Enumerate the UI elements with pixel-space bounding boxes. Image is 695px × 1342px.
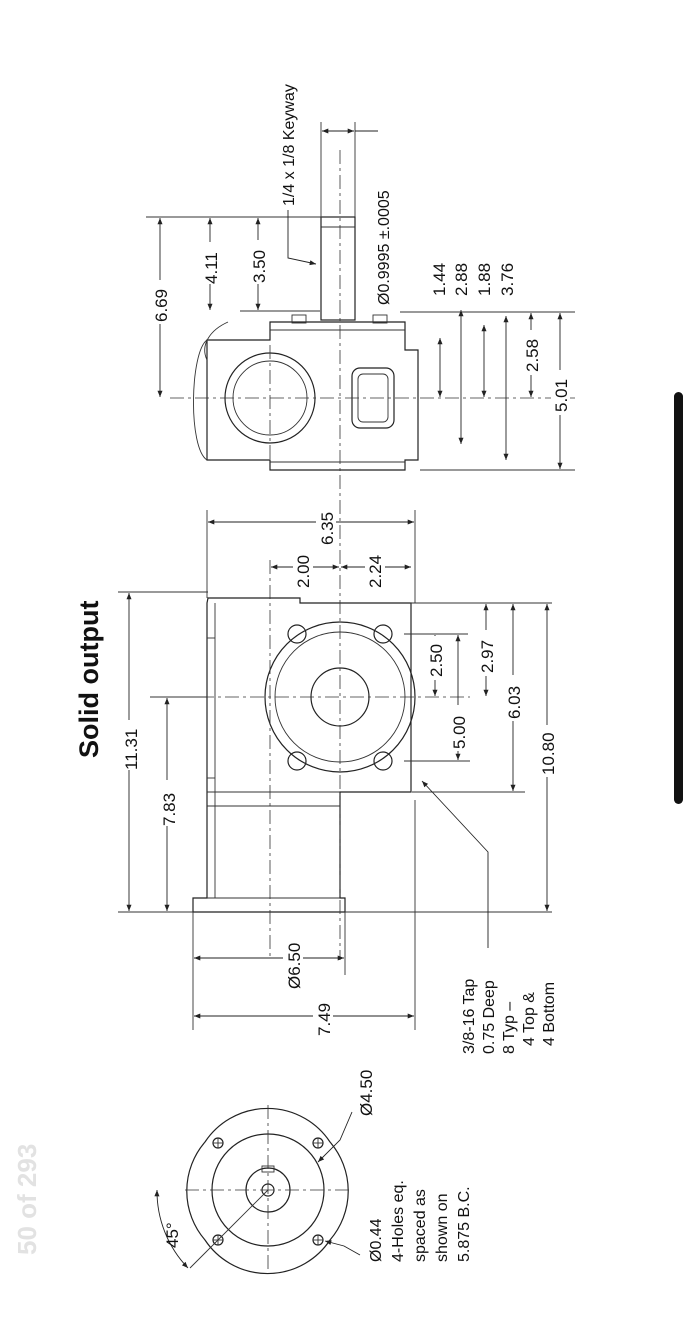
output-shaft: [320, 216, 356, 321]
end-flange: [186, 1107, 349, 1275]
dim-6-35: 6.35: [318, 512, 337, 545]
dim-2-58: 2.58: [523, 339, 542, 372]
dim-1-88: 1.88: [475, 263, 494, 296]
page-counter: 50 of 293: [12, 1144, 42, 1255]
holes-note-line-1: Ø0.44: [368, 1218, 385, 1262]
side-view: 6.69 4.11 3.50 Ø0.9995 ±.0005 1/4 x 1/8 …: [146, 84, 575, 500]
dim-6-03: 6.03: [505, 686, 524, 719]
side-housing: [206, 321, 419, 471]
holes-note: Ø0.44 4-Holes eq. spaced as shown on 5.8…: [368, 1180, 473, 1262]
dim-11-31: 11.31: [122, 729, 141, 770]
bolt-hole: [287, 624, 307, 644]
dim-5-01: 5.01: [552, 379, 571, 412]
tap-note-line-4: 4 Top &: [521, 992, 538, 1046]
dim-5-00: 5.00: [450, 716, 469, 749]
holes-note-line-3: spaced as: [412, 1189, 429, 1262]
dim-2-88: 2.88: [452, 263, 471, 296]
dim-2-50: 2.50: [427, 644, 446, 677]
holes-note-line-5: 5.875 B.C.: [456, 1186, 473, 1262]
page-title: Solid output: [74, 601, 104, 758]
dim-2-00: 2.00: [294, 555, 313, 588]
shaft-diameter-label: Ø0.9995 ±.0005: [376, 190, 393, 305]
diameter-label: Ø4.50: [357, 1070, 376, 1116]
dim-7-83: 7.83: [160, 793, 179, 826]
dim-10-80: 10.80: [539, 732, 558, 775]
dim-2-24: 2.24: [366, 555, 385, 588]
keyway-label: 1/4 x 1/8 Keyway: [281, 84, 298, 206]
bolt-hole: [287, 751, 307, 771]
bolt-hole: [373, 624, 393, 644]
dim-1-44: 1.44: [430, 263, 449, 296]
dim-6-69: 6.69: [152, 289, 171, 322]
holes-note-line-4: shown on: [434, 1194, 451, 1263]
dim-7-49: 7.49: [315, 1003, 334, 1036]
angle-label: 45°: [163, 1222, 182, 1248]
tap-note-line-5: 4 Bottom: [541, 982, 558, 1046]
scrollbar[interactable]: [674, 392, 683, 804]
tap-note-line-3: 8 Typ –: [501, 1002, 518, 1054]
holes-note-line-2: 4-Holes eq.: [390, 1180, 407, 1262]
bolt-hole: [373, 751, 393, 771]
dim-3-76: 3.76: [498, 263, 517, 296]
dim-pilot-6-50: Ø6.50: [285, 943, 304, 989]
dim-4-11: 4.11: [202, 252, 221, 284]
front-housing: [192, 597, 412, 913]
output-flange: [264, 621, 416, 773]
tap-note-line-2: 0.75 Deep: [481, 980, 498, 1054]
dim-3-50: 3.50: [250, 250, 269, 283]
tap-note-block: 3/8-16 Tap 0.75 Deep 8 Typ – 4 Top & 4 B…: [461, 979, 558, 1054]
front-view: 6.35 2.00 2.24 11.31 7.83 Ø6.50 7.49: [118, 500, 558, 1036]
end-view: 45° Ø4.50: [154, 1070, 376, 1275]
dim-2-97: 2.97: [478, 640, 497, 673]
tap-note-line-1: 3/8-16 Tap: [461, 979, 478, 1054]
